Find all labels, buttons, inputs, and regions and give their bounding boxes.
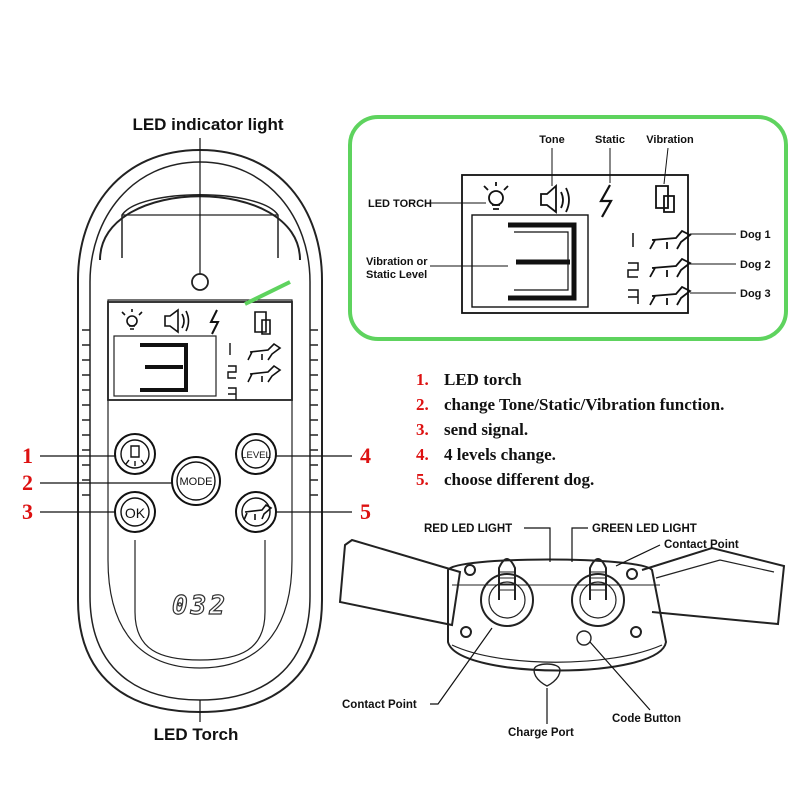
ok-button[interactable]: OK — [114, 491, 156, 533]
model-number: 032 — [172, 591, 228, 621]
marker-1: 1 — [22, 443, 33, 468]
function-text-1: LED torch — [444, 370, 522, 389]
level-label-line2: Static Level — [366, 269, 427, 281]
display-zoom-panel — [348, 115, 788, 341]
dog-select-button[interactable] — [235, 491, 277, 533]
function-text-5: choose different dog. — [444, 470, 594, 489]
led-torch-zoom-label: LED TORCH — [368, 198, 432, 210]
level-label-line1: Vibration or — [366, 256, 428, 268]
collar-receiver — [338, 538, 786, 687]
dog1-label: Dog 1 — [740, 229, 771, 241]
function-num-2: 2. — [416, 395, 429, 414]
zoom-lcd — [461, 174, 692, 314]
led-indicator-circle — [191, 273, 209, 291]
ok-button-label: OK — [125, 505, 146, 521]
function-num-4: 4. — [416, 445, 429, 464]
marker-5: 5 — [360, 499, 371, 524]
code-button-label: Code Button — [612, 713, 681, 725]
marker-4: 4 — [360, 443, 371, 468]
charge-port-label: Charge Port — [508, 727, 574, 739]
code-button-circle — [576, 630, 592, 646]
vibration-label: Vibration — [646, 134, 694, 146]
zoom-labels: Tone Static Vibration LED TORCH Vibratio… — [366, 134, 771, 300]
led-torch-label: LED Torch — [154, 725, 239, 744]
dog2-label: Dog 2 — [740, 259, 771, 271]
function-num-5: 5. — [416, 470, 429, 489]
function-text-3: send signal. — [444, 420, 528, 439]
function-num-3: 3. — [416, 420, 429, 439]
red-led-label: RED LED LIGHT — [424, 523, 512, 535]
function-num-1: 1. — [416, 370, 429, 389]
torch-icon — [125, 445, 145, 466]
marker-3: 3 — [22, 499, 33, 524]
static-label: Static — [595, 134, 625, 146]
contact-point-top-label: Contact Point — [664, 539, 739, 551]
function-text-2: change Tone/Static/Vibration function. — [444, 395, 724, 414]
function-list: 1. LED torch 2. change Tone/Static/Vibra… — [416, 370, 724, 489]
torch-button[interactable] — [114, 433, 156, 475]
marker-2: 2 — [22, 470, 33, 495]
level-button-label: LEVEL — [241, 450, 271, 461]
collar-labels: RED LED LIGHT GREEN LED LIGHT Contact Po… — [342, 523, 739, 739]
led-indicator-label: LED indicator light — [132, 115, 283, 134]
dog-icon — [243, 503, 273, 521]
green-led-label: GREEN LED LIGHT — [592, 523, 697, 535]
button-markers: 1 2 3 4 5 — [22, 443, 371, 524]
mode-button[interactable]: MODE — [171, 456, 221, 506]
remote-lcd — [107, 301, 293, 401]
level-button[interactable]: LEVEL — [235, 433, 277, 475]
tone-label: Tone — [539, 134, 564, 146]
mode-button-label: MODE — [180, 476, 213, 488]
dog3-label: Dog 3 — [740, 288, 771, 300]
contact-point-bottom-label: Contact Point — [342, 699, 417, 711]
function-text-4: 4 levels change. — [444, 445, 556, 464]
remote-lcd-icons — [121, 308, 282, 400]
